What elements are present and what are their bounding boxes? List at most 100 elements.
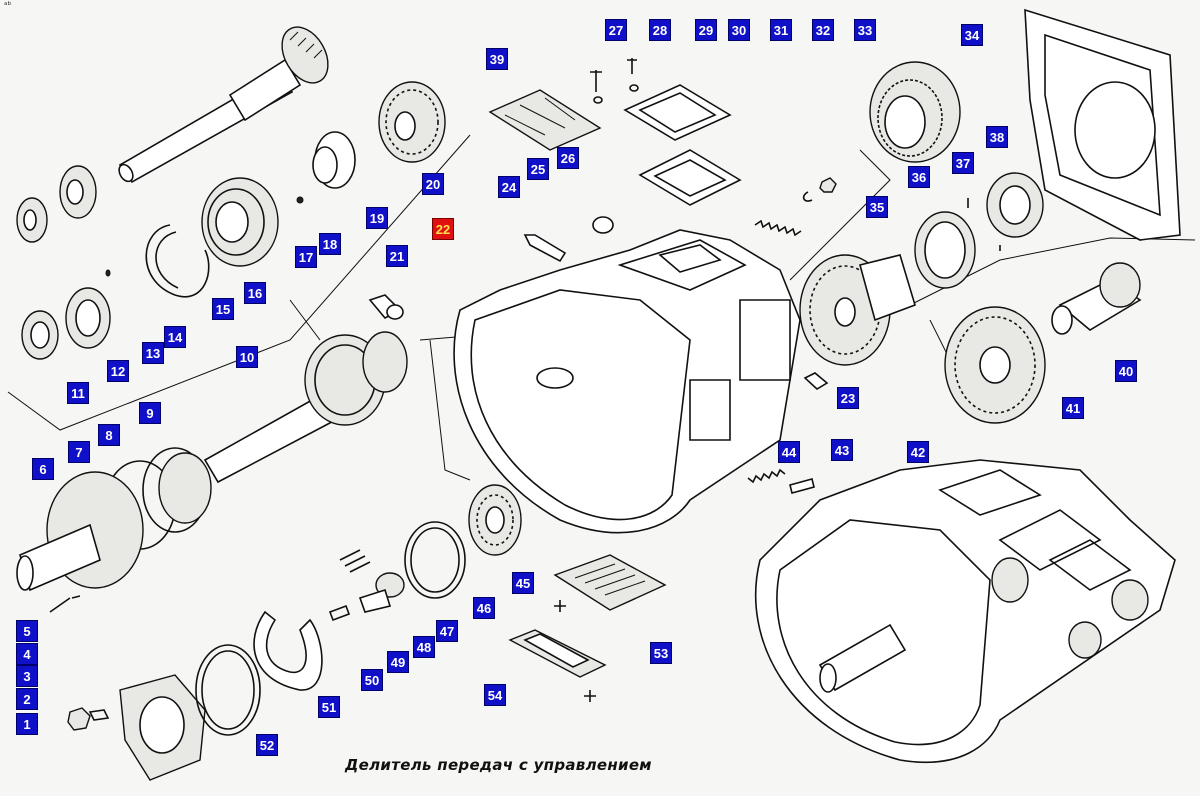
label-part-40[interactable]: 40 (1115, 360, 1137, 382)
gear-41 (944, 306, 1046, 424)
pin-43 (789, 478, 815, 494)
gasket-29 (623, 84, 732, 141)
label-part-47[interactable]: 47 (436, 620, 458, 642)
clip-31 (802, 191, 813, 202)
label-part-2[interactable]: 2 (16, 688, 38, 710)
plug-21 (368, 294, 404, 320)
label-part-50[interactable]: 50 (361, 669, 383, 691)
gasket-39 (488, 89, 602, 151)
label-part-48[interactable]: 48 (413, 636, 435, 658)
label-part-5[interactable]: 5 (16, 620, 38, 642)
label-part-53[interactable]: 53 (650, 642, 672, 664)
label-part-1[interactable]: 1 (16, 713, 38, 735)
label-part-17[interactable]: 17 (295, 246, 317, 268)
label-part-22[interactable]: 22 (432, 218, 454, 240)
label-part-30[interactable]: 30 (728, 19, 750, 41)
bearing-45 (468, 484, 522, 556)
label-part-19[interactable]: 19 (366, 207, 388, 229)
assembly-42 (754, 459, 1176, 764)
synchronizer-33 (869, 61, 961, 163)
corner-mark: ᵃᵇ (4, 1, 12, 11)
label-part-31[interactable]: 31 (770, 19, 792, 41)
spring-30 (754, 219, 802, 237)
label-part-23[interactable]: 23 (837, 387, 859, 409)
seal-12 (65, 269, 111, 349)
label-part-42[interactable]: 42 (907, 441, 929, 463)
label-part-27[interactable]: 27 (605, 19, 627, 41)
label-part-6[interactable]: 6 (32, 458, 54, 480)
shaft-40 (1051, 262, 1142, 335)
bearing-38 (967, 172, 1044, 251)
gear-35 (799, 254, 916, 366)
label-part-3[interactable]: 3 (16, 665, 38, 687)
label-part-54[interactable]: 54 (484, 684, 506, 706)
bolt-27-washer-28 (590, 58, 639, 104)
label-part-44[interactable]: 44 (778, 441, 800, 463)
housing-22 (453, 229, 801, 534)
snap-ring-51 (253, 610, 323, 691)
bearing-16 (201, 177, 279, 267)
label-part-12[interactable]: 12 (107, 360, 129, 382)
label-part-9[interactable]: 9 (139, 402, 161, 424)
label-part-39[interactable]: 39 (486, 48, 508, 70)
gasket-34 (1024, 8, 1181, 241)
label-part-29[interactable]: 29 (695, 19, 717, 41)
fasteners-1-2-5 (49, 595, 110, 731)
bearing-small-left (16, 197, 48, 243)
label-part-46[interactable]: 46 (473, 597, 495, 619)
label-part-36[interactable]: 36 (908, 166, 930, 188)
cover-53 (553, 554, 667, 611)
ring-11 (21, 310, 59, 360)
spring-44 (747, 468, 786, 484)
label-part-52[interactable]: 52 (256, 734, 278, 756)
plug-23 (803, 372, 829, 390)
label-part-13[interactable]: 13 (142, 342, 164, 364)
cover-3 (119, 674, 206, 781)
label-part-37[interactable]: 37 (952, 152, 974, 174)
label-part-26[interactable]: 26 (557, 147, 579, 169)
label-part-15[interactable]: 15 (212, 298, 234, 320)
label-part-4[interactable]: 4 (16, 643, 38, 665)
strip-54 (508, 600, 607, 702)
label-part-21[interactable]: 21 (386, 245, 408, 267)
flange-6 (16, 471, 144, 592)
label-part-11[interactable]: 11 (67, 382, 89, 404)
main-shaft-10 (203, 331, 408, 484)
label-part-28[interactable]: 28 (649, 19, 671, 41)
ring-46 (404, 521, 466, 599)
sleeve-19 (296, 131, 356, 204)
label-part-33[interactable]: 33 (854, 19, 876, 41)
label-part-24[interactable]: 24 (498, 176, 520, 198)
label-part-14[interactable]: 14 (164, 326, 186, 348)
bearing-14 (59, 165, 97, 219)
label-part-41[interactable]: 41 (1062, 397, 1084, 419)
nut-32 (819, 177, 837, 193)
label-part-35[interactable]: 35 (866, 196, 888, 218)
label-part-45[interactable]: 45 (512, 572, 534, 594)
ring-36 (914, 211, 976, 289)
bolt-24 (523, 234, 567, 263)
gear-20 (378, 81, 446, 163)
plug-25 (592, 216, 614, 234)
label-part-49[interactable]: 49 (387, 651, 409, 673)
label-part-34[interactable]: 34 (961, 24, 983, 46)
ring-52 (195, 644, 261, 736)
plate-48-49-50 (328, 549, 405, 622)
label-part-38[interactable]: 38 (986, 126, 1008, 148)
gasket-26 (638, 149, 742, 206)
label-part-20[interactable]: 20 (422, 173, 444, 195)
snap-ring-15 (145, 224, 210, 298)
label-part-32[interactable]: 32 (812, 19, 834, 41)
label-part-43[interactable]: 43 (831, 439, 853, 461)
input-shaft-17 (118, 26, 329, 184)
label-part-7[interactable]: 7 (68, 441, 90, 463)
rings-7-8-9 (104, 447, 212, 550)
label-part-16[interactable]: 16 (244, 282, 266, 304)
label-part-18[interactable]: 18 (319, 233, 341, 255)
label-part-25[interactable]: 25 (527, 158, 549, 180)
label-part-51[interactable]: 51 (318, 696, 340, 718)
label-part-10[interactable]: 10 (236, 346, 258, 368)
label-part-8[interactable]: 8 (98, 424, 120, 446)
diagram-caption: Делитель передач с управлением (345, 756, 652, 774)
